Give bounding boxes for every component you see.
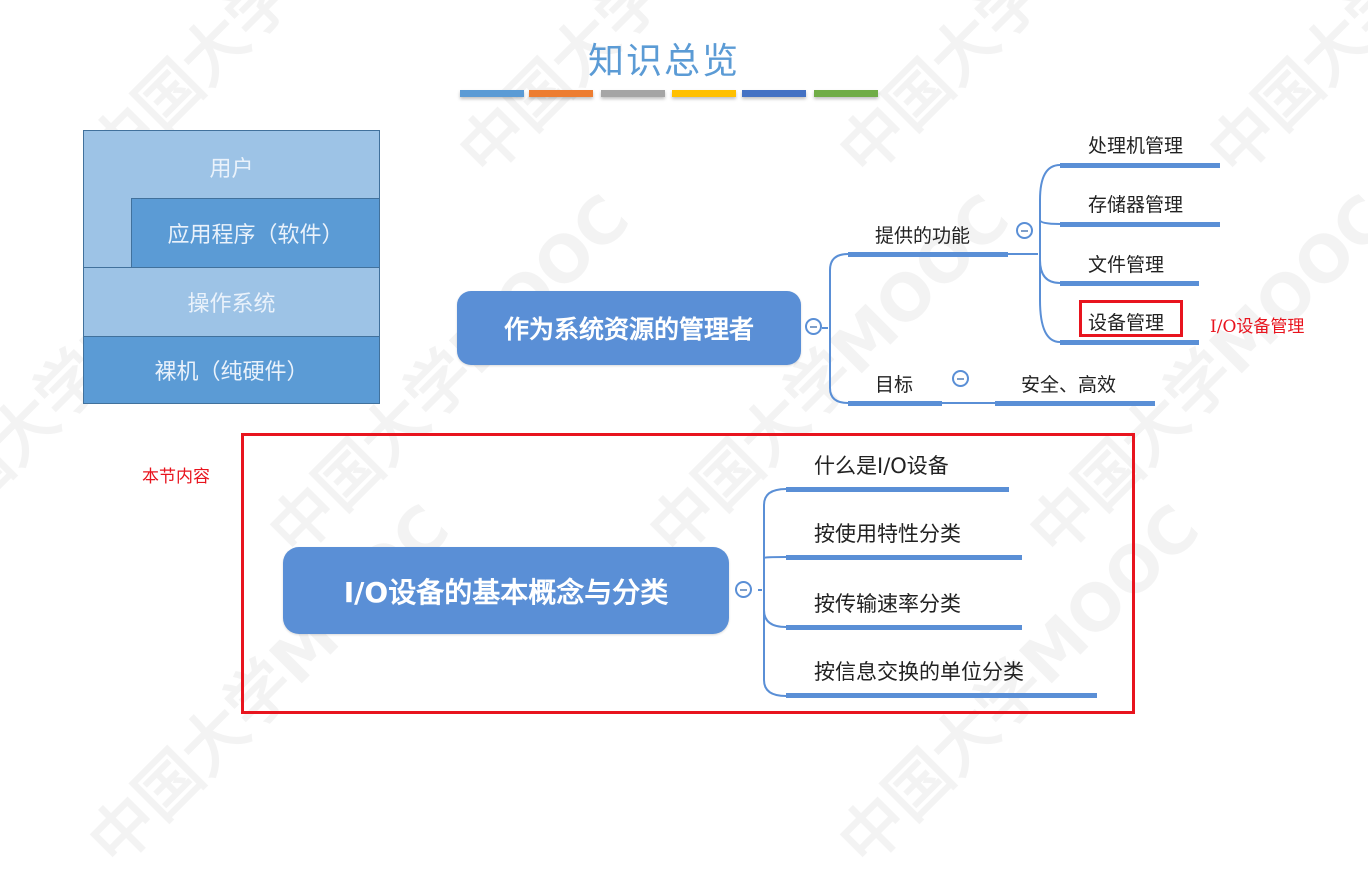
branch-features-line — [848, 252, 1008, 257]
branch-features-label[interactable]: 提供的功能 — [875, 225, 971, 247]
layer-application: 应用程序（软件） — [131, 198, 380, 268]
leaf-safe-efficient[interactable]: 安全、高效 — [1021, 374, 1117, 396]
leaf-line — [786, 693, 1097, 698]
collapse-icon[interactable] — [952, 370, 969, 387]
leaf-line — [786, 555, 1022, 560]
collapse-icon[interactable] — [735, 581, 752, 598]
leaf-device-management[interactable]: 设备管理 — [1088, 312, 1165, 334]
leaf-line — [1060, 163, 1220, 168]
io-device-management-note: I/O设备管理 — [1210, 317, 1305, 337]
highlight-box — [1079, 300, 1183, 337]
section-label: 本节内容 — [142, 467, 210, 487]
section-box — [241, 433, 1135, 714]
system-layer-diagram: 用户 应用程序（软件） 操作系统 裸机（纯硬件） — [83, 130, 380, 404]
mindmap-root-label: 作为系统资源的管理者 — [503, 315, 754, 344]
branch-goal-label[interactable]: 目标 — [875, 374, 914, 396]
section-item-what-is-io[interactable]: 什么是I/O设备 — [814, 454, 949, 478]
color-bar-2 — [529, 90, 593, 97]
leaf-file-management[interactable]: 文件管理 — [1088, 254, 1165, 276]
branch-goal-line — [848, 401, 942, 406]
mindmap-top-connectors — [758, 164, 1061, 697]
layer-hardware: 裸机（纯硬件） — [83, 336, 380, 404]
section-root-label: I/O设备的基本概念与分类 — [343, 575, 669, 609]
leaf-processor-management[interactable]: 处理机管理 — [1088, 135, 1184, 157]
color-bar-5 — [742, 90, 806, 97]
color-bar-3 — [601, 90, 665, 97]
section-item-by-usage[interactable]: 按使用特性分类 — [814, 522, 961, 546]
leaf-line — [1060, 340, 1199, 345]
color-bar-1 — [460, 90, 524, 97]
page-title: 知识总览 — [587, 41, 740, 82]
leaf-memory-management[interactable]: 存储器管理 — [1088, 194, 1184, 216]
section-item-by-unit[interactable]: 按信息交换的单位分类 — [814, 660, 1024, 684]
collapse-icon[interactable] — [805, 318, 822, 335]
mindmap-root-resource-manager[interactable]: 作为系统资源的管理者 — [457, 291, 801, 365]
leaf-line — [995, 401, 1155, 406]
section-item-by-rate[interactable]: 按传输速率分类 — [814, 592, 961, 616]
layer-application-label: 应用程序（软件） — [167, 223, 344, 248]
color-bar-4 — [672, 90, 736, 97]
leaf-line — [786, 487, 1009, 492]
color-bar-6 — [814, 90, 878, 97]
section-root-io-devices[interactable]: I/O设备的基本概念与分类 — [283, 547, 729, 634]
leaf-line — [1060, 281, 1199, 286]
layer-os-label: 操作系统 — [187, 292, 276, 317]
leaf-line — [786, 625, 1022, 630]
leaf-line — [1060, 222, 1220, 227]
collapse-icon[interactable] — [1016, 222, 1033, 239]
layer-os: 操作系统 — [83, 267, 380, 337]
layer-user-label: 用户 — [209, 157, 254, 182]
layer-hardware-label: 裸机（纯硬件） — [154, 360, 309, 385]
